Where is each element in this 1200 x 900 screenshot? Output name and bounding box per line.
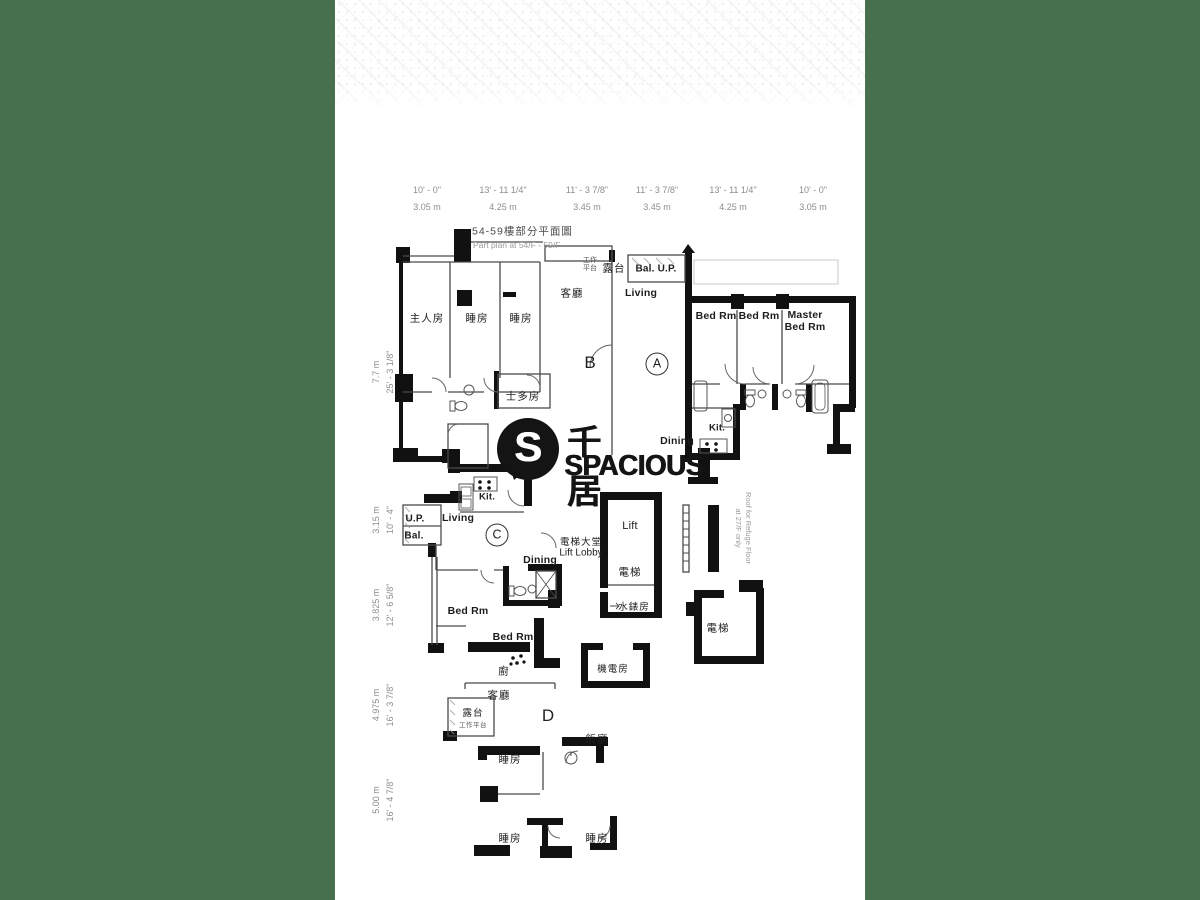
room-label-lift2-zh: 電梯 — [706, 622, 730, 635]
room-label-living-c: Living — [441, 512, 475, 524]
dim-m: 3.05 m — [799, 202, 827, 212]
refuge-note-line1: Roof for Refuge Floor — [744, 491, 754, 565]
watermark-band — [335, 0, 865, 112]
dimension-top-6: 10' - 0" 3.05 m — [799, 185, 827, 219]
room-label-master-bedroom-b: 主人房 — [409, 312, 445, 325]
logo-name-english: SPACIOUS — [564, 450, 704, 482]
dim-m: 3.05 m — [413, 202, 441, 212]
dim-m: 4.25 m — [719, 202, 747, 212]
dimension-left-3-ft: 12' - 6 5/8" — [385, 583, 395, 627]
room-label-dining-a: Dining — [660, 435, 694, 447]
room-label-up-c: U.P. — [405, 513, 425, 525]
unit-label-b: B — [584, 353, 596, 372]
room-label-utility-platform-top: 工作平台 — [583, 256, 597, 272]
room-label-bedroom-a2: Bed Rm — [738, 310, 780, 322]
room-label-bal-up-a: Bal. U.P. — [635, 263, 677, 275]
dim-ft: 10' - 0" — [413, 185, 441, 195]
dimension-top-2: 13' - 11 1/4" 4.25 m — [479, 185, 526, 219]
dimension-top-3: 11' - 3 7/8" 3.45 m — [566, 185, 608, 219]
room-label-living-b: 客廳 — [560, 287, 584, 300]
room-label-kitchen-a: Kit. — [708, 422, 726, 434]
dimension-top-5: 13' - 11 1/4" 4.25 m — [709, 185, 756, 219]
logo-s-initial: S — [513, 423, 542, 470]
dim-ft: 13' - 11 1/4" — [479, 185, 527, 195]
dim-ft: 13' - 11 1/4" — [709, 185, 757, 195]
dimension-left-1-m: 7.7 m — [371, 360, 381, 384]
dimension-left-4-ft: 16' - 3 7/8" — [385, 683, 395, 727]
room-label-master-bedroom-a: Master Bed Rm — [784, 308, 826, 333]
unit-label-c: C — [485, 523, 509, 547]
room-label-utility-platform-d: 工作平台 — [459, 722, 487, 729]
room-label-balcony-d: 露台 — [462, 708, 484, 719]
refuge-note-line2: at 27/F only — [734, 508, 743, 548]
dimension-left-2-ft: 10' - 4" — [385, 506, 395, 534]
room-label-dining-d: 飯廳 — [585, 733, 609, 746]
dim-m: 4.25 m — [489, 202, 517, 212]
room-label-balcony-top: 露台 — [602, 262, 626, 275]
room-label-bedroom-d3: 睡房 — [585, 832, 609, 845]
dimension-left-3-m: 3.825 m — [371, 588, 381, 622]
room-label-lift-lobby-en: Lift Lobby — [559, 547, 603, 559]
room-label-bedroom-d1: 睡房 — [498, 753, 522, 766]
room-label-bedroom-b2: 睡房 — [509, 312, 533, 325]
room-label-store-b: 士多房 — [505, 390, 541, 403]
dim-ft: 10' - 0" — [799, 185, 827, 195]
room-label-living-a: Living — [624, 287, 658, 299]
plan-title-en: Part plan at 54/F - 59/F — [473, 240, 561, 250]
dim-ft: 11' - 3 7/8" — [635, 185, 679, 195]
room-label-bal-c: Bal. — [404, 530, 424, 542]
dim-m: 3.45 m — [643, 202, 671, 212]
unit-label-a: A — [645, 352, 669, 376]
room-label-kitchen-d: 廚 — [498, 665, 510, 678]
dim-ft: 11' - 3 7/8" — [565, 185, 609, 195]
dimension-left-2-m: 3.15 m — [371, 506, 381, 534]
unit-label-d: D — [541, 706, 555, 725]
room-label-lift-lobby-zh: 電梯大堂 — [559, 537, 603, 548]
dimension-left-1-ft: 25' - 3 1/8" — [385, 350, 395, 394]
dimension-left-5-ft: 16' - 4 7/8" — [385, 778, 395, 822]
room-label-dining-c: Dining — [523, 554, 557, 566]
room-label-bedroom-d2: 睡房 — [498, 832, 522, 845]
room-label-bedroom-b1: 睡房 — [465, 312, 489, 325]
logo-bubble-icon — [497, 418, 559, 480]
dimension-top-4: 11' - 3 7/8" 3.45 m — [636, 185, 678, 219]
dim-m: 3.45 m — [573, 202, 601, 212]
logo-name-chinese: 千居 — [567, 424, 605, 511]
room-label-water-meter: 水錶房 — [618, 602, 650, 613]
room-label-kitchen-c: Kit. — [478, 491, 496, 503]
room-label-bedroom-c1: Bed Rm — [447, 605, 489, 617]
room-label-bedroom-c2: Bed Rm — [492, 631, 534, 643]
dimension-top-1: 10' - 0" 3.05 m — [413, 185, 441, 219]
dimension-left-5-m: 5.00 m — [371, 786, 381, 814]
room-label-em-room: 機電房 — [597, 664, 629, 675]
refuge-floor-note: Roof for Refuge Floor at 27/F only — [733, 492, 753, 564]
plan-title-zh: 54-59樓部分平面圖 — [472, 225, 573, 238]
room-label-lift: Lift — [622, 520, 638, 532]
room-label-bedroom-a1: Bed Rm — [695, 310, 737, 322]
room-label-lift-zh: 電梯 — [618, 566, 642, 579]
dimension-left-4-m: 4.975 m — [371, 688, 381, 722]
room-label-living-d: 客廳 — [487, 689, 511, 702]
